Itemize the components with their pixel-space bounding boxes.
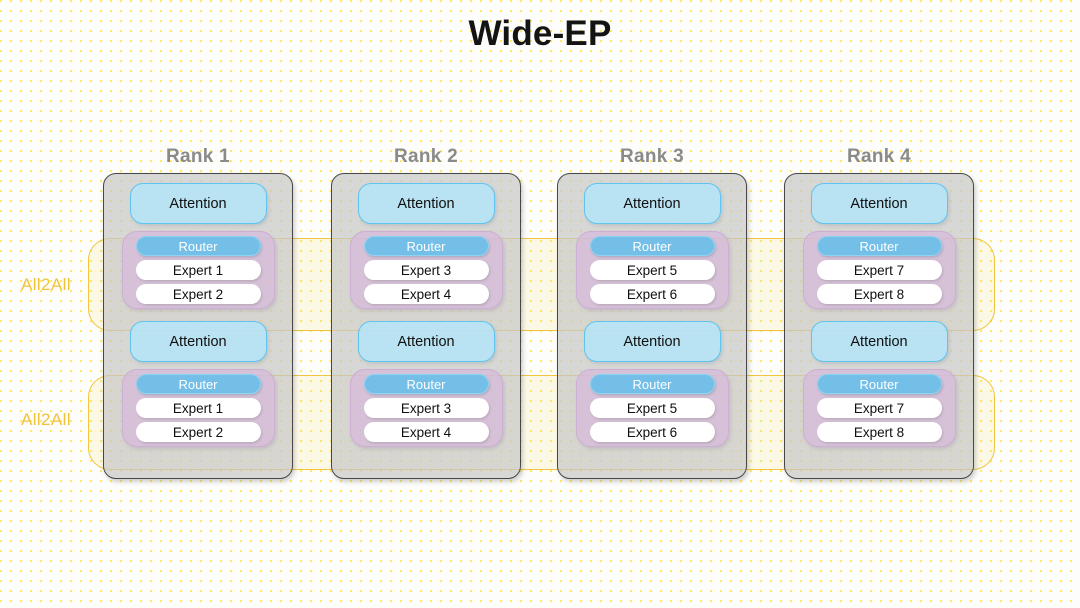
attention-label: Attention <box>169 333 227 350</box>
all2all-label-layer-2: All2All <box>20 410 72 429</box>
rank-column: Rank 1 Attention Router Expert 1 Expert … <box>103 146 293 479</box>
router-block[interactable]: Router <box>816 374 942 394</box>
attention-label: Attention <box>850 195 908 212</box>
expert-label: Expert 6 <box>626 286 678 302</box>
expert-block[interactable]: Expert 1 <box>135 260 261 280</box>
expert-label: Expert 8 <box>853 286 905 302</box>
router-label: Router <box>632 238 672 254</box>
expert-block[interactable]: Expert 1 <box>135 398 261 418</box>
rank-title: Rank 3 <box>619 146 685 167</box>
page-title: Wide-EP <box>468 14 612 53</box>
expert-label: Expert 1 <box>172 400 224 416</box>
expert-label: Expert 7 <box>853 400 905 416</box>
moe-group: Router Expert 3 Expert 4 <box>349 231 503 309</box>
rank-container: Attention Router Expert 5 Expert 6 Atten… <box>557 173 747 479</box>
rank-column: Rank 4 Attention Router Expert 7 Expert … <box>784 146 974 479</box>
expert-label: Expert 4 <box>400 286 452 302</box>
expert-label: Expert 4 <box>400 424 452 440</box>
expert-label: Expert 3 <box>400 400 452 416</box>
attention-block[interactable]: Attention <box>583 321 721 362</box>
expert-label: Expert 2 <box>172 424 224 440</box>
router-block[interactable]: Router <box>135 236 261 256</box>
expert-label: Expert 5 <box>626 400 678 416</box>
expert-block[interactable]: Expert 2 <box>135 284 261 304</box>
attention-block[interactable]: Attention <box>129 183 267 224</box>
expert-label: Expert 2 <box>172 286 224 302</box>
attention-label: Attention <box>169 195 227 212</box>
expert-block[interactable]: Expert 6 <box>589 422 715 442</box>
attention-label: Attention <box>397 333 455 350</box>
expert-block[interactable]: Expert 4 <box>363 422 489 442</box>
router-label: Router <box>859 238 899 254</box>
rank-container: Attention Router Expert 3 Expert 4 Atten… <box>331 173 521 479</box>
expert-block[interactable]: Expert 5 <box>589 260 715 280</box>
router-label: Router <box>178 376 218 392</box>
router-label: Router <box>178 238 218 254</box>
attention-label: Attention <box>850 333 908 350</box>
attention-block[interactable]: Attention <box>810 183 948 224</box>
rank-title: Rank 2 <box>393 146 459 167</box>
all2all-label-layer-1: All2All <box>20 275 72 294</box>
router-block[interactable]: Router <box>589 374 715 394</box>
attention-block[interactable]: Attention <box>583 183 721 224</box>
expert-block[interactable]: Expert 4 <box>363 284 489 304</box>
expert-block[interactable]: Expert 3 <box>363 398 489 418</box>
rank-column: Rank 3 Attention Router Expert 5 Expert … <box>557 146 747 479</box>
moe-group: Router Expert 1 Expert 2 <box>121 231 275 309</box>
rank-column: Rank 2 Attention Router Expert 3 Expert … <box>331 146 521 479</box>
moe-group: Router Expert 5 Expert 6 <box>575 231 729 309</box>
router-label: Router <box>859 376 899 392</box>
expert-block[interactable]: Expert 8 <box>816 284 942 304</box>
expert-label: Expert 6 <box>626 424 678 440</box>
attention-label: Attention <box>623 333 681 350</box>
expert-block[interactable]: Expert 8 <box>816 422 942 442</box>
attention-block[interactable]: Attention <box>810 321 948 362</box>
expert-label: Expert 5 <box>626 262 678 278</box>
expert-block[interactable]: Expert 7 <box>816 260 942 280</box>
attention-block[interactable]: Attention <box>357 183 495 224</box>
expert-block[interactable]: Expert 6 <box>589 284 715 304</box>
moe-group: Router Expert 7 Expert 8 <box>802 369 956 447</box>
expert-label: Expert 1 <box>172 262 224 278</box>
moe-group: Router Expert 3 Expert 4 <box>349 369 503 447</box>
attention-block[interactable]: Attention <box>357 321 495 362</box>
expert-block[interactable]: Expert 7 <box>816 398 942 418</box>
rank-container: Attention Router Expert 7 Expert 8 Atten… <box>784 173 974 479</box>
moe-group: Router Expert 1 Expert 2 <box>121 369 275 447</box>
expert-block[interactable]: Expert 5 <box>589 398 715 418</box>
expert-block[interactable]: Expert 2 <box>135 422 261 442</box>
router-block[interactable]: Router <box>816 236 942 256</box>
router-label: Router <box>406 376 446 392</box>
rank-title: Rank 4 <box>846 146 912 167</box>
expert-label: Expert 3 <box>400 262 452 278</box>
attention-label: Attention <box>623 195 681 212</box>
router-block[interactable]: Router <box>135 374 261 394</box>
rank-container: Attention Router Expert 1 Expert 2 Atten… <box>103 173 293 479</box>
router-label: Router <box>632 376 672 392</box>
attention-label: Attention <box>397 195 455 212</box>
expert-block[interactable]: Expert 3 <box>363 260 489 280</box>
router-label: Router <box>406 238 446 254</box>
rank-title: Rank 1 <box>165 146 231 167</box>
expert-label: Expert 7 <box>853 262 905 278</box>
router-block[interactable]: Router <box>589 236 715 256</box>
router-block[interactable]: Router <box>363 236 489 256</box>
attention-block[interactable]: Attention <box>129 321 267 362</box>
router-block[interactable]: Router <box>363 374 489 394</box>
expert-label: Expert 8 <box>853 424 905 440</box>
moe-group: Router Expert 7 Expert 8 <box>802 231 956 309</box>
moe-group: Router Expert 5 Expert 6 <box>575 369 729 447</box>
